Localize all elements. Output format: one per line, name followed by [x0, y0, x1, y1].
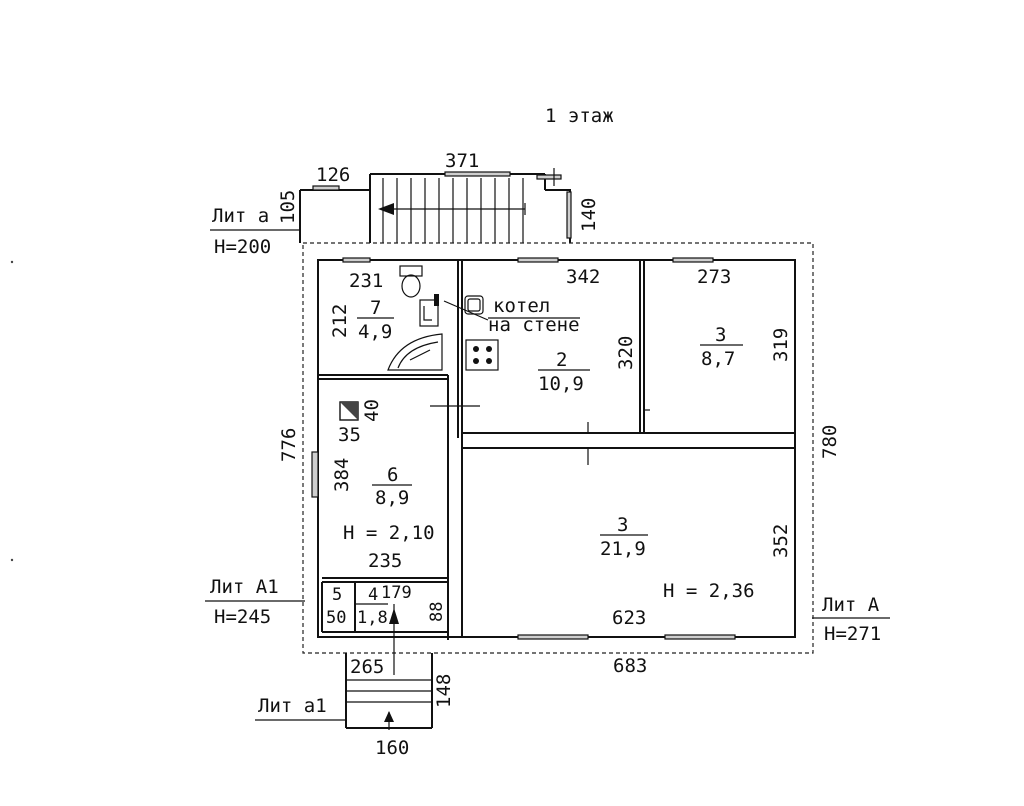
- room-5-number: 5: [332, 585, 342, 605]
- room-3-small-number: 3: [715, 324, 726, 346]
- room-5: 5 50: [326, 585, 346, 628]
- toilet-icon: [399, 265, 423, 298]
- porch-arrow-icon: [384, 711, 394, 722]
- room-3-big-ceiling: H = 2,36: [663, 580, 755, 602]
- chimney-width: 35: [338, 424, 361, 446]
- annex-window: [536, 174, 562, 180]
- window: [342, 257, 371, 263]
- interior-walls: [318, 260, 795, 640]
- sink-icon: [419, 294, 439, 327]
- stair-arrow-icon: [378, 203, 394, 215]
- stove-icon: [465, 339, 499, 371]
- svg-text:H=245: H=245: [214, 606, 271, 628]
- room-4-number: 4: [368, 585, 378, 605]
- svg-text:Лит а1: Лит а1: [258, 695, 327, 717]
- room-6-ceiling: H = 2,10: [343, 522, 435, 544]
- annex-width-2: 371: [445, 150, 479, 172]
- label-lit-a1-upper: Лит А1 H=245: [205, 576, 305, 628]
- porch-height: 148: [433, 674, 455, 708]
- room-4-height: 88: [427, 602, 447, 622]
- room-7-number: 7: [370, 297, 381, 319]
- svg-text:Лит А1: Лит А1: [210, 576, 279, 598]
- room-3-big-height: 352: [770, 524, 792, 558]
- entry-arrow-icon: [389, 608, 399, 624]
- room-3-big-width: 623: [612, 607, 646, 629]
- room-2: 342 320 2 10,9: [465, 266, 637, 395]
- room-3-small-width: 273: [697, 266, 731, 288]
- room-7-area: 4,9: [358, 321, 392, 343]
- stair-treads: [382, 178, 524, 243]
- room-2-number: 2: [556, 349, 567, 371]
- annex-height-1: 105: [277, 190, 299, 224]
- boiler-label-line1: котел: [493, 295, 550, 317]
- room-7-width: 231: [349, 270, 383, 292]
- window: [672, 257, 714, 263]
- room-6-area: 8,9: [375, 487, 409, 509]
- svg-text:Лит А: Лит А: [822, 594, 880, 616]
- room-4-area: 1,8: [357, 608, 388, 628]
- overall-left-dimension: 776: [278, 428, 300, 462]
- svg-text:Лит а: Лит а: [212, 205, 269, 227]
- room-3-big-area: 21,9: [600, 538, 646, 560]
- room-4: 4 1,8 179 88: [356, 583, 447, 628]
- room-6-height: 384: [331, 458, 353, 492]
- window: [311, 451, 319, 498]
- room-2-height: 320: [615, 336, 637, 370]
- room-2-width: 342: [566, 266, 600, 288]
- label-lit-a1-lower: Лит а1: [255, 695, 345, 721]
- room-7-height: 212: [329, 304, 351, 338]
- overall-bottom-dimension: 683: [613, 655, 647, 677]
- room-6-number: 6: [387, 464, 398, 486]
- stair-annex: [299, 168, 572, 243]
- window: [517, 257, 559, 263]
- entry-porch: [345, 604, 433, 730]
- svg-text:H=271: H=271: [824, 623, 881, 645]
- boiler-label-line2: на стене: [488, 314, 580, 336]
- porch-width-1: 265: [350, 656, 384, 678]
- building-outline-dashed: [302, 242, 814, 654]
- room-3-big-number: 3: [617, 514, 628, 536]
- annex-height-2: 140: [578, 198, 600, 232]
- room-3-small-area: 8,7: [701, 348, 735, 370]
- annex-window: [566, 191, 572, 239]
- room-6: 35 40 384 6 8,9 H = 2,10 235: [331, 399, 435, 572]
- annex-width-1: 126: [316, 164, 350, 186]
- window: [517, 634, 589, 640]
- room-6-width: 235: [368, 550, 402, 572]
- room-2-area: 10,9: [538, 373, 584, 395]
- overall-right-dimension: 780: [819, 425, 841, 459]
- annex-window: [312, 185, 340, 191]
- svg-text:H=200: H=200: [214, 236, 271, 258]
- room-3-small: 273 319 3 8,7: [697, 266, 792, 370]
- chimney-icon: [339, 401, 359, 421]
- floor-title: 1 этаж: [545, 105, 614, 127]
- room-3-big: 3 21,9 352 H = 2,36 623: [600, 514, 792, 629]
- annex-window: [444, 171, 511, 177]
- room-7: 231 212 7 4,9: [329, 265, 443, 371]
- window: [664, 634, 736, 640]
- label-lit-a: Лит а H=200: [210, 205, 300, 258]
- room-3-small-height: 319: [770, 328, 792, 362]
- room-4-width: 179: [381, 583, 412, 603]
- chimney-height: 40: [361, 399, 383, 422]
- shower-icon: [387, 333, 443, 371]
- porch-width-2: 160: [375, 737, 409, 759]
- room-5-width: 50: [326, 608, 346, 628]
- label-lit-big-a: Лит А H=271: [812, 594, 890, 645]
- boiler-icon: [443, 295, 489, 321]
